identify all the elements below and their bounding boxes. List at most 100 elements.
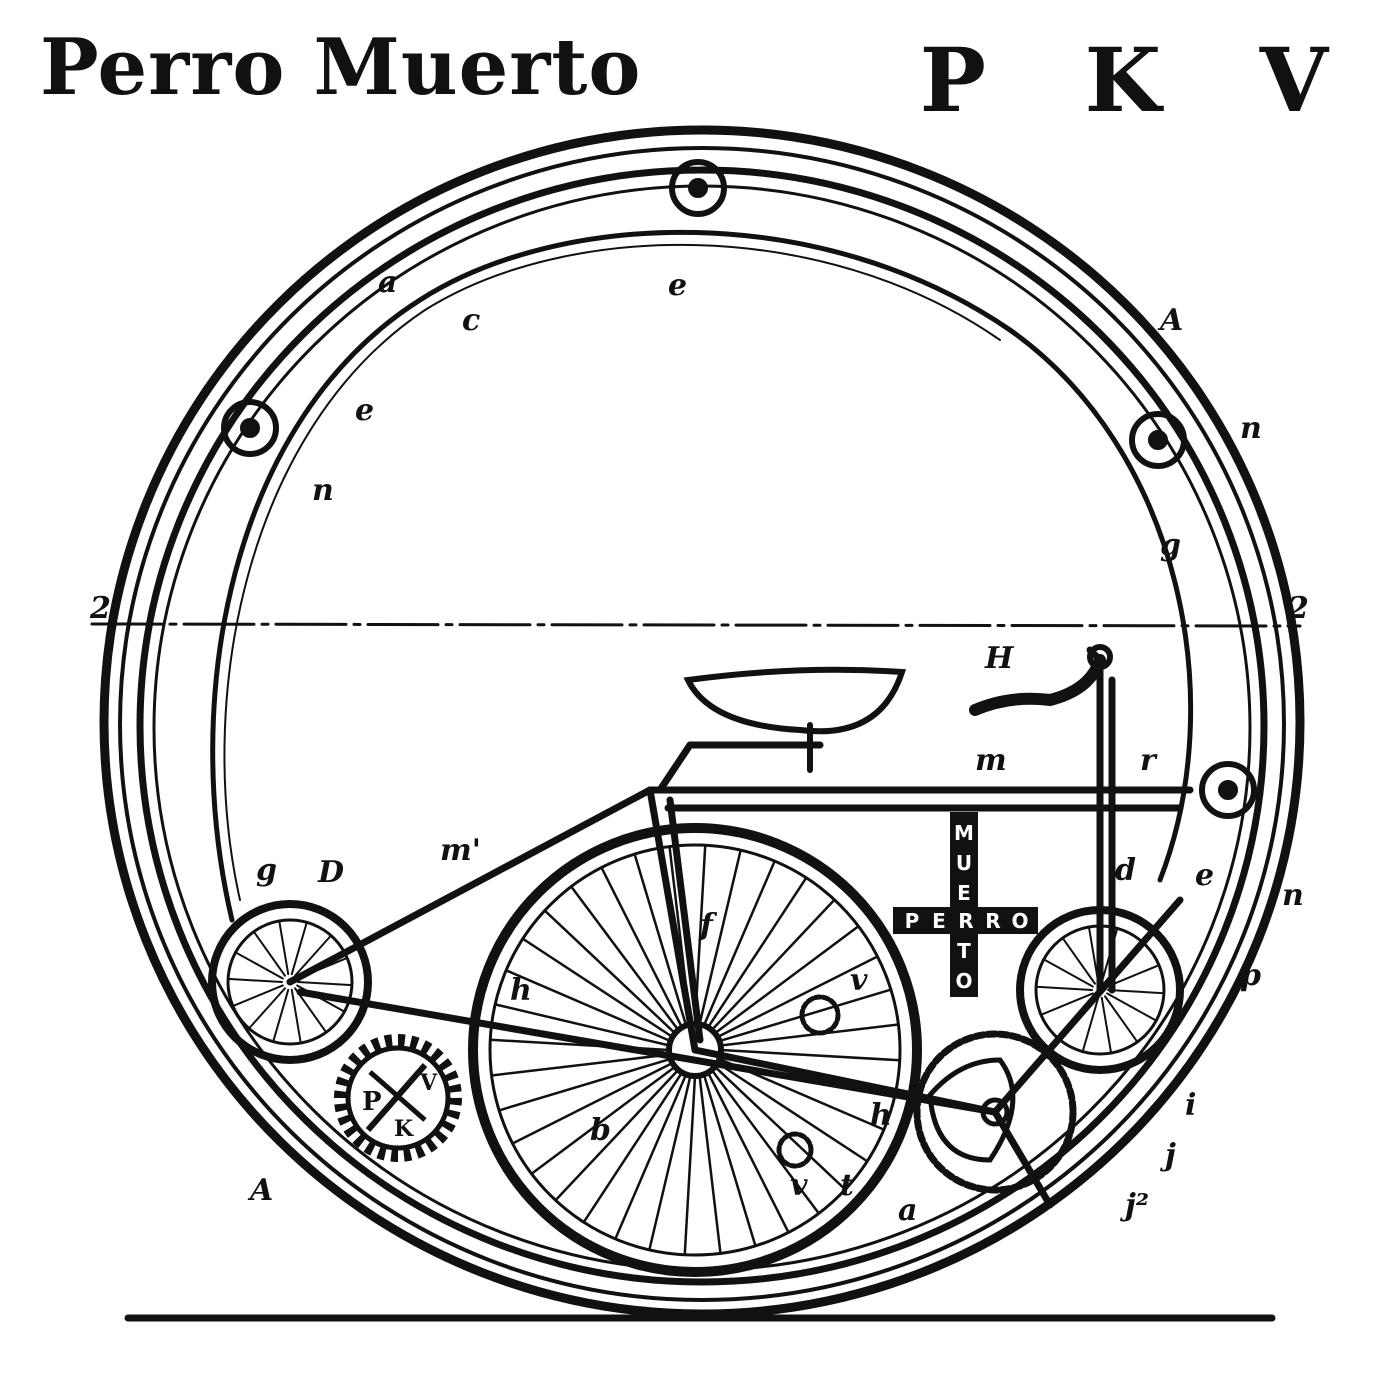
patent-label: b <box>590 1113 611 1148</box>
cross-letter: E <box>957 881 971 905</box>
patent-label: A <box>247 1173 273 1208</box>
cross-letter: R <box>985 909 1000 933</box>
patent-label: e <box>668 268 687 303</box>
spoke <box>1061 937 1097 985</box>
band-initials-title: P K V <box>919 28 1362 132</box>
spoke <box>1042 958 1094 988</box>
patent-label: 2 <box>89 591 111 626</box>
cross-letter: U <box>956 851 972 875</box>
section-line <box>90 622 1302 628</box>
spoke <box>1103 995 1139 1043</box>
saddle <box>683 666 907 735</box>
patent-label: v <box>850 963 868 998</box>
spoke <box>716 955 879 1039</box>
spoke <box>1107 989 1165 995</box>
patent-label: g <box>1160 528 1181 563</box>
spoke <box>497 1057 672 1112</box>
gear-letter-k: K <box>394 1116 414 1142</box>
spoke <box>713 924 860 1035</box>
spoke <box>1081 996 1100 1053</box>
patent-label: m <box>975 743 1007 778</box>
spoke <box>297 981 353 987</box>
patent-label: D <box>317 855 344 890</box>
spoke <box>698 848 742 1026</box>
spoke <box>490 1053 671 1077</box>
spoke <box>1040 992 1094 1016</box>
inner-rim-inner <box>152 184 1252 1272</box>
pulley <box>1199 761 1257 819</box>
cross-letter: T <box>957 939 971 963</box>
cross-letter: R <box>958 909 973 933</box>
patent-label: h <box>510 973 532 1008</box>
outer-rim-inner <box>118 146 1286 1302</box>
chainring <box>913 1030 1077 1194</box>
spoke <box>614 1073 688 1241</box>
patent-label: a <box>378 265 397 300</box>
spoke <box>504 969 672 1043</box>
spoke <box>713 1065 847 1191</box>
patent-label: i <box>1185 1088 1196 1123</box>
spoke <box>293 987 328 1034</box>
patent-label: a <box>898 1193 917 1228</box>
patent-label: e <box>355 393 374 428</box>
spoke <box>716 1061 869 1163</box>
patent-label: t <box>840 1168 854 1203</box>
band-name-title: Perro Muerto <box>40 22 642 113</box>
patent-label: g <box>256 853 277 888</box>
patent-label: 2 <box>1287 591 1309 626</box>
pulley <box>669 159 727 217</box>
spoke <box>511 1061 674 1145</box>
pkv-gear-logo: P K V <box>334 1034 462 1162</box>
patent-label: h <box>870 1098 892 1133</box>
outer-rim <box>99 125 1305 1319</box>
spoke <box>272 988 290 1043</box>
patent-label: d <box>1115 853 1136 888</box>
spoke <box>1106 992 1158 1022</box>
spoke <box>290 988 302 1045</box>
spoke <box>582 1071 684 1224</box>
cross-letter: P <box>905 909 920 933</box>
spoke <box>702 1073 757 1248</box>
bicycle-wheel <box>468 823 922 1277</box>
spoke <box>247 987 287 1030</box>
spoke <box>719 1048 901 1062</box>
cross-letter: O <box>1011 909 1028 933</box>
gear-letter-v: V <box>419 1070 438 1096</box>
spoke <box>293 934 333 977</box>
spoke <box>633 852 688 1027</box>
patent-label: n <box>1282 878 1304 913</box>
patent-label: p <box>1240 958 1261 993</box>
pulley <box>1129 411 1187 469</box>
cross-letter: E <box>932 909 946 933</box>
patent-label: m' <box>440 833 481 868</box>
patent-label: j <box>1160 1138 1176 1173</box>
patent-label: n <box>312 473 334 508</box>
spoke <box>710 898 836 1032</box>
patent-label: r <box>1140 743 1158 778</box>
spoke <box>1100 996 1113 1055</box>
patent-label: n <box>1240 411 1262 446</box>
spoke <box>719 1023 900 1047</box>
spoke <box>493 1003 671 1047</box>
inner-rim <box>136 166 1268 1286</box>
patent-label: e <box>1195 858 1214 893</box>
cross-letter: O <box>955 969 972 993</box>
spoke <box>683 1074 697 1256</box>
spoke <box>698 1074 722 1255</box>
spoke <box>706 876 808 1029</box>
spoke <box>290 921 308 976</box>
spoke <box>278 919 290 976</box>
patent-label: c <box>462 303 480 338</box>
inner-track <box>210 229 1194 923</box>
spoke <box>1035 985 1093 991</box>
spoke <box>521 937 674 1039</box>
patent-label: v <box>790 1168 808 1203</box>
patent-label: f <box>698 908 718 943</box>
spoke <box>252 930 287 977</box>
spoke <box>706 1071 790 1234</box>
patent-label: H <box>984 641 1015 676</box>
spoke <box>231 984 284 1008</box>
handle <box>969 654 1106 716</box>
spoke <box>554 1068 680 1202</box>
